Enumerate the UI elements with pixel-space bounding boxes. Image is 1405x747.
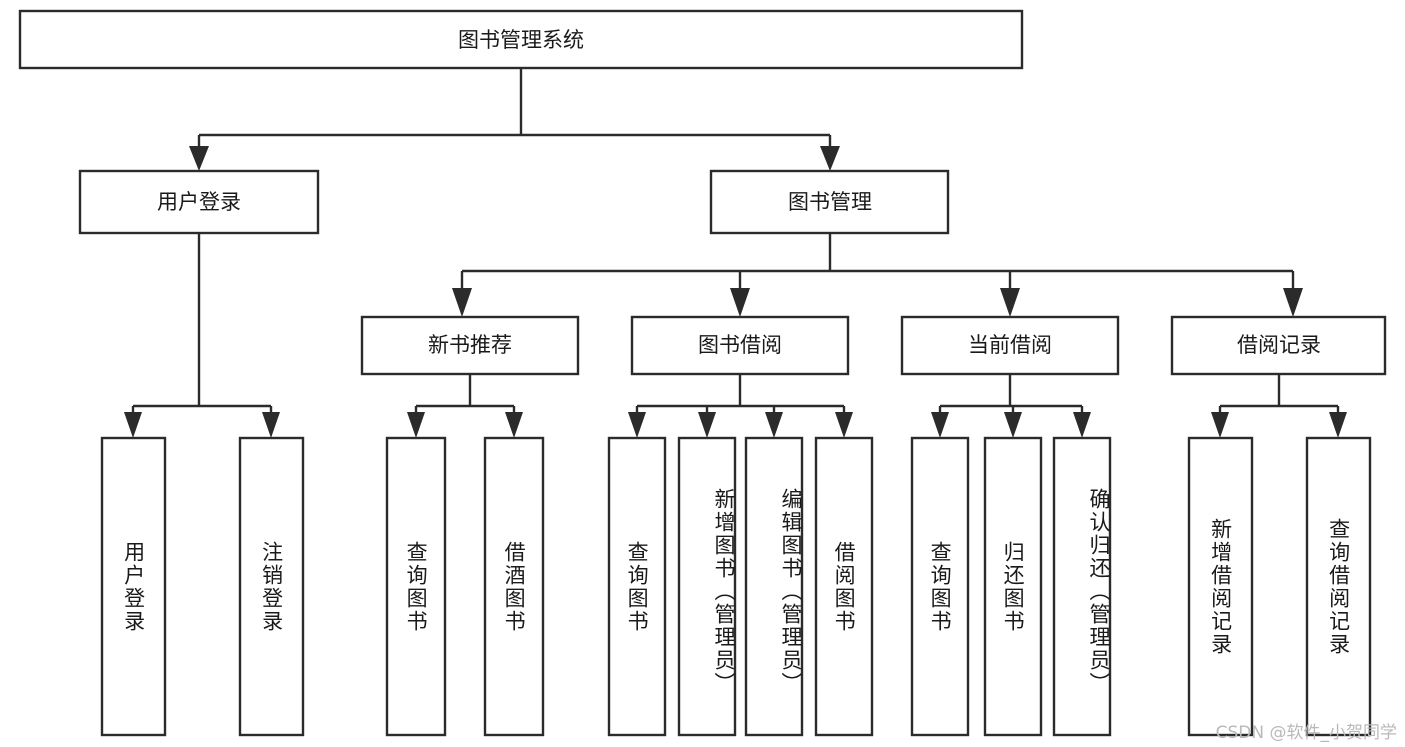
node-book-management[interactable] xyxy=(709,169,950,235)
arrow-root-to-book-mgmt xyxy=(820,146,840,171)
arrow-to-leaf-query-book-c xyxy=(931,412,949,438)
arrow-to-leaf-add-record xyxy=(1211,412,1229,438)
node-leaf-query-book-a[interactable] xyxy=(385,436,447,737)
edges-group xyxy=(124,68,1347,438)
node-leaf-user-login[interactable] xyxy=(100,436,167,737)
node-current-borrow[interactable] xyxy=(900,315,1120,376)
label-book-management: 图书管理 xyxy=(788,190,872,214)
label-new-book-recommend: 新书推荐 xyxy=(428,333,512,357)
arrow-to-leaf-add-book xyxy=(698,412,716,438)
node-leaf-add-book[interactable] xyxy=(677,436,737,737)
node-leaf-borrow-book-b[interactable] xyxy=(814,436,874,737)
arrow-to-leaf-borrow-book-b xyxy=(835,412,853,438)
node-leaf-query-book-b[interactable] xyxy=(607,436,667,737)
csdn-watermark: CSDN @软件_小贺同学 xyxy=(1215,723,1397,743)
node-leaf-logout[interactable] xyxy=(238,436,305,737)
nodes-group xyxy=(18,9,1387,737)
arrow-to-newbook xyxy=(452,288,472,317)
node-root[interactable] xyxy=(18,9,1024,70)
arrow-to-leaf-edit-book xyxy=(765,412,783,438)
arrow-to-leaf-query-book-b xyxy=(628,412,646,438)
arrow-to-leaf-return-book xyxy=(1004,412,1022,438)
arrow-to-leaf-logout xyxy=(262,412,280,438)
arrow-to-borrowrecord xyxy=(1283,288,1303,317)
label-root: 图书管理系统 xyxy=(458,28,584,52)
node-new-book-recommend[interactable] xyxy=(360,315,580,376)
label-user-login: 用户登录 xyxy=(157,190,241,214)
arrow-to-currentborrow xyxy=(1000,288,1020,317)
arrow-to-leaf-query-record xyxy=(1329,412,1347,438)
node-book-borrow[interactable] xyxy=(630,315,850,376)
arrow-root-to-user-login xyxy=(189,146,209,171)
node-leaf-confirm-return[interactable] xyxy=(1052,436,1112,737)
arrow-to-leaf-borrow-book-a xyxy=(505,412,523,438)
node-leaf-add-record[interactable] xyxy=(1187,436,1254,737)
horizontal-labels-group: 图书管理系统 用户登录 图书管理 新书推荐 图书借阅 当前借阅 借阅记录 xyxy=(157,28,1321,357)
node-leaf-return-book[interactable] xyxy=(983,436,1043,737)
arrow-to-bookborrow xyxy=(730,288,750,317)
label-borrow-record: 借阅记录 xyxy=(1237,333,1321,357)
node-leaf-query-book-c[interactable] xyxy=(910,436,970,737)
node-leaf-borrow-book-a[interactable] xyxy=(483,436,545,737)
node-user-login[interactable] xyxy=(78,169,320,235)
label-current-borrow: 当前借阅 xyxy=(968,333,1052,357)
arrow-to-leaf-user-login xyxy=(124,412,142,438)
label-book-borrow: 图书借阅 xyxy=(698,333,782,357)
node-leaf-edit-book[interactable] xyxy=(744,436,804,737)
node-leaf-query-record[interactable] xyxy=(1305,436,1372,737)
arrow-to-leaf-confirm-return xyxy=(1073,412,1091,438)
arrow-to-leaf-query-book-a xyxy=(407,412,425,438)
node-borrow-record[interactable] xyxy=(1170,315,1387,376)
